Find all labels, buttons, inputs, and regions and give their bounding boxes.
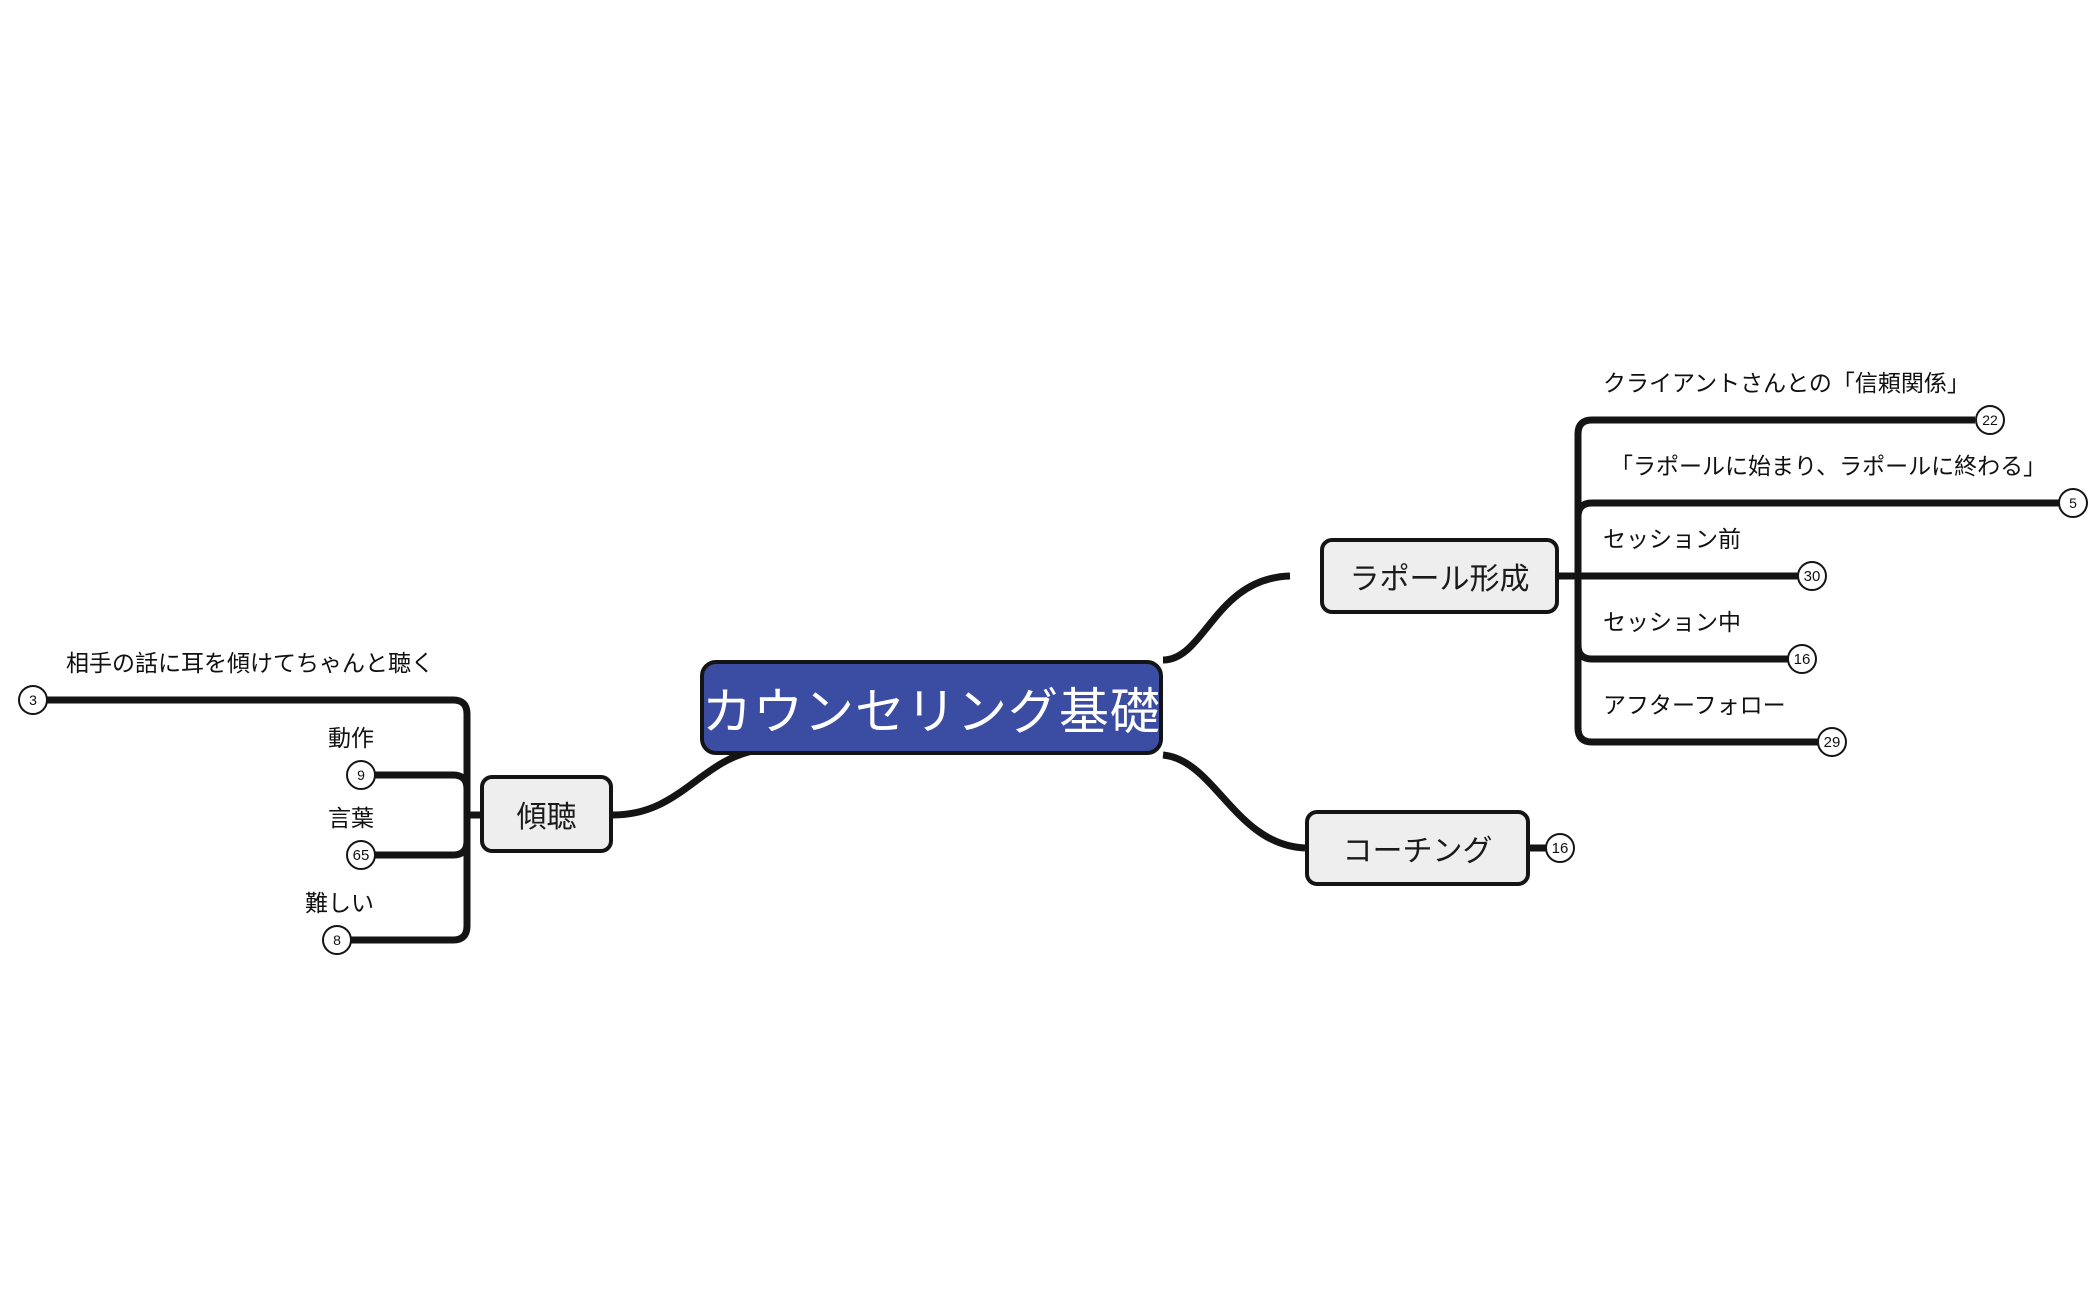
- badge-value: 16: [1551, 839, 1569, 857]
- badge-before-session[interactable]: 30: [1797, 561, 1827, 591]
- badge-value: 5: [2069, 495, 2077, 511]
- wire-listening-branch-3: [374, 815, 471, 859]
- badge-value: 8: [333, 932, 341, 948]
- branch-node-coaching[interactable]: コーチング: [1305, 810, 1530, 886]
- root-node-label: カウンセリング基礎: [702, 683, 1161, 740]
- leaf-text: アフターフォロー: [1603, 692, 1786, 718]
- leaf-label-rapport-quote[interactable]: 「ラポールに始まり、ラポールに終わる」: [1610, 455, 2046, 478]
- leaf-label-listen-carefully[interactable]: 相手の話に耳を傾けてちゃんと聴く: [66, 652, 434, 675]
- leaf-label-words[interactable]: 言葉: [272, 807, 374, 830]
- wire-root-to-rapport: [1162, 572, 1291, 664]
- branch-node-rapport-label: ラポール形成: [1349, 563, 1530, 596]
- badge-rapport-quote[interactable]: 5: [2058, 488, 2088, 518]
- leaf-text: セッション中: [1603, 609, 1741, 635]
- leaf-label-gesture[interactable]: 動作: [272, 727, 374, 750]
- badge-value: 22: [1982, 412, 1998, 428]
- leaf-label-before-session[interactable]: セッション前: [1603, 528, 1741, 551]
- leaf-text: セッション前: [1603, 526, 1741, 552]
- leaf-text: 難しい: [305, 890, 374, 916]
- leaf-label-difficult[interactable]: 難しい: [250, 892, 374, 915]
- wire-rapport-branch-1: [1574, 416, 1975, 576]
- wire-listening-to-root: [612, 746, 758, 819]
- wire-listening-branch-1: [44, 696, 471, 815]
- leaf-text: 「ラポールに始まり、ラポールに終わる」: [1610, 453, 2047, 479]
- leaf-label-trust-relationship[interactable]: クライアントさんとの「信頼関係」: [1603, 372, 1970, 395]
- badge-value: 16: [1793, 650, 1811, 668]
- badge-value: 30: [1803, 567, 1821, 585]
- branch-node-rapport[interactable]: ラポール形成: [1320, 538, 1559, 614]
- leaf-text: 相手の話に耳を傾けてちゃんと聴く: [66, 650, 434, 676]
- branch-node-listening-label: 傾聴: [516, 801, 577, 834]
- branch-node-listening[interactable]: 傾聴: [480, 775, 613, 853]
- wire-listening-branch-2: [374, 771, 471, 815]
- badge-value: 65: [352, 846, 370, 864]
- badge-value: 3: [29, 692, 37, 708]
- leaf-text: 動作: [328, 725, 374, 751]
- wire-listening-branch-4: [350, 815, 471, 944]
- badge-listen-carefully[interactable]: 3: [18, 685, 48, 715]
- badge-words[interactable]: 65: [346, 840, 376, 870]
- badge-value: 9: [357, 767, 365, 783]
- leaf-text: クライアントさんとの「信頼関係」: [1603, 370, 1970, 396]
- wire-root-to-coaching: [1162, 751, 1306, 852]
- badge-value: 29: [1823, 733, 1841, 751]
- leaf-text: 言葉: [328, 805, 374, 831]
- badge-coaching[interactable]: 16: [1545, 833, 1575, 863]
- root-node[interactable]: カウンセリング基礎: [700, 660, 1163, 755]
- badge-after-follow[interactable]: 29: [1817, 727, 1847, 757]
- leaf-label-after-follow[interactable]: アフターフォロー: [1603, 694, 1786, 717]
- badge-gesture[interactable]: 9: [346, 760, 376, 790]
- badge-trust-relationship[interactable]: 22: [1975, 405, 2005, 435]
- branch-node-coaching-label: コーチング: [1342, 835, 1493, 868]
- badge-during-session[interactable]: 16: [1787, 644, 1817, 674]
- leaf-label-during-session[interactable]: セッション中: [1603, 611, 1741, 634]
- badge-difficult[interactable]: 8: [322, 925, 352, 955]
